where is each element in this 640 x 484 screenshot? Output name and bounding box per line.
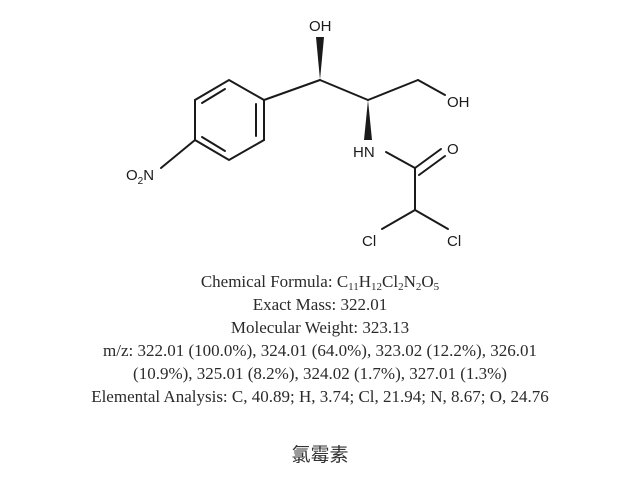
formula-element: H (358, 272, 372, 291)
formula-count: 2 (398, 281, 404, 293)
formula-label: Chemical Formula: (200, 272, 337, 291)
nitro-o: O (126, 167, 138, 184)
exact-mass: Exact Mass: 322.01 (252, 295, 388, 314)
elemental-analysis: Elemental Analysis: C, 40.89; H, 3.74; C… (91, 387, 549, 406)
ring-c1-bond (263, 79, 321, 101)
formula-count: 2 (415, 281, 422, 293)
formula-count: 12 (371, 281, 383, 293)
nitro-bond (160, 139, 196, 169)
c2-c3-bond (367, 79, 419, 101)
atom-o-carbonyl: O (447, 141, 459, 158)
formula-count: 11 (348, 281, 359, 293)
atom-oh-right: OH (447, 94, 470, 111)
c3-oh-bond (417, 79, 446, 96)
benzene-ring (194, 78, 265, 162)
c1-c2-bond (319, 79, 369, 101)
formula-element: Cl (382, 272, 399, 291)
mz-line-1: m/z: 322.01 (100.0%), 324.01 (64.0%), 32… (103, 341, 537, 360)
nh-carbonyl-bond (385, 151, 416, 169)
atom-cl-left: Cl (362, 233, 376, 250)
atom-cl-right: Cl (447, 233, 461, 250)
carbonyl-double-bond-a (414, 148, 442, 169)
molecular-weight: Molecular Weight: 323.13 (230, 318, 410, 337)
nitro-n: N (143, 167, 154, 184)
c-cl-left-bond (381, 209, 416, 230)
atom-nitro: O2N (126, 167, 154, 187)
wedge-bond-oh (316, 37, 324, 80)
formula-element: O (421, 272, 434, 291)
atom-oh-top: OH (309, 18, 332, 35)
formula-element: N (403, 272, 416, 291)
compound-properties: Chemical Formula: C11H12Cl2N2O5 Exact Ma… (0, 270, 640, 408)
formula-value: C11H12Cl2N2O5 (336, 272, 440, 293)
chloramphenicol-structure: OH OH HN O Cl Cl O2N (126, 18, 470, 250)
wedge-bond-nh (364, 100, 372, 140)
mz-line-2: (10.9%), 325.01 (8.2%), 324.02 (1.7%), 3… (133, 364, 507, 383)
formula-element: C (336, 272, 349, 291)
formula-count: 5 (433, 281, 440, 293)
c-cl-right-bond (414, 209, 449, 230)
compound-name: 氯霉素 (291, 445, 349, 466)
carbonyl-double-bond-b (418, 155, 446, 176)
chemical-formula: Chemical Formula: C11H12Cl2N2O5 (0, 270, 640, 293)
nitro-subscript: 2 (138, 176, 144, 187)
atom-nh: HN (353, 144, 375, 161)
